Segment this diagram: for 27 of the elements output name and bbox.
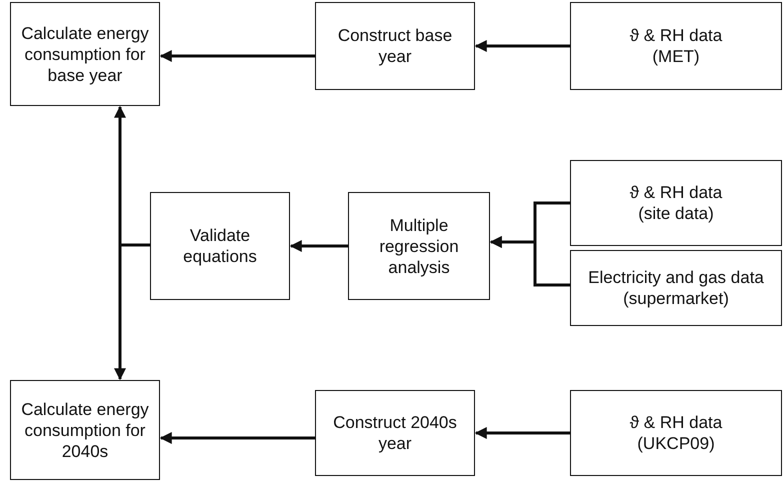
arrow [160,432,315,444]
process-box [315,2,475,90]
box-label: Calculate energy consumption for 2040s [20,398,150,462]
process-box [348,192,490,300]
process-box [315,390,475,476]
arrow [160,50,315,62]
process-box [10,2,160,106]
process-box [570,390,782,476]
box-label: Calculate energy consumption for base year [20,22,150,86]
arrow [474,427,570,439]
arrow [290,240,348,252]
process-box [150,192,290,300]
process-box [570,160,782,246]
box-label: Construct 2040s year [332,412,458,454]
arrow [490,236,570,286]
box-label: Electricity and gas data (supermarket) [587,267,765,309]
box-label: Validate equations [182,225,258,267]
box-label: Multiple regression analysis [378,214,460,278]
box-label: Construct base year [336,25,454,67]
box-label: ϑ & RH data (site data) [628,182,724,224]
box-label: ϑ & RH data (UKCP09) [628,412,724,454]
process-box [570,250,782,326]
arrow [474,40,570,52]
process-box [570,2,782,90]
process-box [10,380,160,480]
arrow [114,244,150,380]
box-label: ϑ & RH data (MET) [628,25,724,67]
